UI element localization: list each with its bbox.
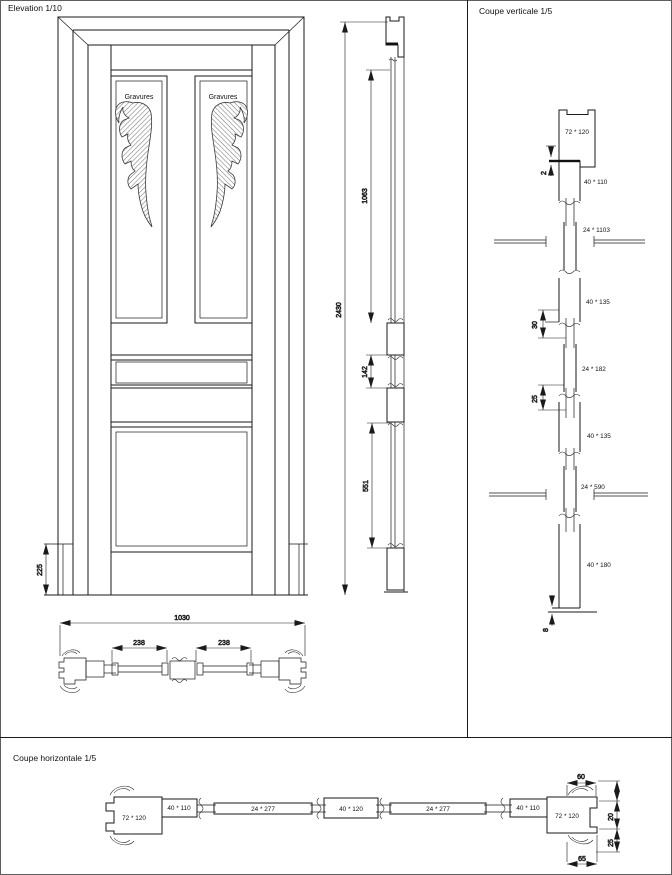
glazing-right-outer xyxy=(194,75,253,324)
dim-glazing-height: 1063 xyxy=(362,69,390,323)
glazing-left-outer xyxy=(110,75,168,324)
dim-value: 1063 xyxy=(362,188,369,204)
dim-plinth-height: 225 xyxy=(37,544,49,595)
dim-panel-right: 238 xyxy=(195,640,252,662)
glass-lines-lower xyxy=(489,489,648,500)
strip-profile xyxy=(384,16,408,593)
lower-panel-inner xyxy=(115,431,248,547)
mid-rail-upper-label: 40 * 135 xyxy=(586,299,610,306)
top-rail-label: 40 * 110 xyxy=(584,179,608,186)
dim-mid-panel-height: 142 xyxy=(362,354,389,389)
wall-break-bottom-right xyxy=(567,834,594,845)
bottom-rail-block xyxy=(386,547,405,591)
dim-value: 2 xyxy=(541,171,548,175)
dim-seal-gap: 2 xyxy=(541,145,556,176)
elevation-title: Elevation 1/10 xyxy=(8,3,62,13)
coupe-horizontale-title: Coupe horizontale 1/5 xyxy=(13,753,96,763)
dim-value: 551 xyxy=(363,480,370,492)
mitre-left xyxy=(57,16,89,46)
carved-leaf-left xyxy=(114,101,153,228)
lock-rail-block xyxy=(386,322,405,356)
mitre-right xyxy=(274,16,305,46)
dim-lower-rebate: 25 xyxy=(532,384,566,411)
seal-strip xyxy=(386,42,398,45)
left-frame-section xyxy=(105,796,163,835)
head-frame-label: 72 * 120 xyxy=(565,129,589,136)
dim-value: 2430 xyxy=(336,302,343,318)
dim-overall-width: 1030 xyxy=(59,615,306,656)
seal-section xyxy=(549,159,580,163)
glazing-left-inner xyxy=(115,80,163,319)
carved-leaf-right xyxy=(210,101,249,228)
mini-horizontal-section: 1030 238 238 xyxy=(58,615,307,693)
mid-rail-lower-label: 40 * 135 xyxy=(587,433,611,440)
dim-value: 65 xyxy=(578,856,586,863)
left-panel-label: 24 * 277 xyxy=(251,806,275,813)
door-frame xyxy=(44,16,308,596)
coupe-verticale-title: Coupe verticale 1/5 xyxy=(479,6,553,16)
dim-depth-rebate: 20 25 xyxy=(596,780,620,853)
lower-panel-label: 24 * 590 xyxy=(581,484,605,491)
mid-panel-label: 24 * 182 xyxy=(582,366,606,373)
dim-value: 238 xyxy=(218,640,230,647)
left-frame-label: 72 * 120 xyxy=(122,815,146,822)
left-panel-section xyxy=(213,802,313,815)
head-frame-section xyxy=(558,109,596,168)
wall-break-top-right xyxy=(567,785,594,796)
elevation-view: Gravures Gravures 225 1030 238 xyxy=(37,16,308,693)
mid-panel-outer xyxy=(110,359,253,386)
left-stile-label: 40 * 110 xyxy=(167,805,191,812)
dim-value-depth: 20 xyxy=(608,813,615,821)
head-frame-profile xyxy=(385,16,405,58)
mid-rail-block xyxy=(386,387,405,423)
dim-value: 225 xyxy=(37,564,44,576)
side-section-strip: 2430 1063 142 551 xyxy=(336,16,408,595)
dim-value: 60 xyxy=(577,774,585,781)
right-panel-section xyxy=(389,802,487,815)
mini-section-left-half xyxy=(58,649,169,693)
dim-face: 60 xyxy=(566,774,597,796)
right-stile-label: 40 * 110 xyxy=(516,805,540,812)
glazing-panel-label: 24 * 1103 xyxy=(583,227,610,234)
right-frame-section xyxy=(546,796,598,834)
dim-panel-left: 238 xyxy=(111,640,168,662)
center-stile-section xyxy=(323,797,379,819)
dim-value: 25 xyxy=(532,395,539,403)
mid-panel-inner xyxy=(115,361,248,384)
dim-leaf-height: 2430 xyxy=(336,21,388,595)
mini-section-center-stile xyxy=(169,657,196,683)
glass-lines-upper xyxy=(494,236,645,247)
wall-break-bottom-left xyxy=(109,835,135,846)
lower-panel-outer xyxy=(110,426,253,553)
dim-value: 8 xyxy=(543,628,550,632)
dim-value: 238 xyxy=(133,640,145,647)
dim-lower-panel-height: 551 xyxy=(363,422,390,549)
right-frame-label: 72 * 120 xyxy=(555,813,579,820)
dim-value: 1030 xyxy=(174,615,190,622)
dim-upper-rebate: 30 xyxy=(532,309,566,339)
dim-back: 65 xyxy=(566,835,598,867)
coupe-verticale-view: 72 * 120 2 40 * 110 24 * 1103 40 * 135 xyxy=(489,109,648,632)
dim-value: 30 xyxy=(532,321,539,329)
dim-value-rebate: 25 xyxy=(608,839,615,847)
gravures-label-left: Gravures xyxy=(125,94,154,101)
wall-break-top-left xyxy=(109,785,135,796)
coupe-horizontale-view: 72 * 120 40 * 110 24 * 277 40 * 120 24 *… xyxy=(105,774,620,867)
mini-section-right-half xyxy=(196,649,307,693)
right-panel-label: 24 * 277 xyxy=(426,806,450,813)
dim-floor-clearance: 8 xyxy=(543,595,555,632)
gravures-label-right: Gravures xyxy=(209,94,238,101)
center-stile-label: 40 * 120 xyxy=(339,806,363,813)
dim-value: 142 xyxy=(362,366,369,378)
glazing-right-inner xyxy=(199,80,248,319)
door-leaf xyxy=(110,45,253,595)
bottom-rail-label: 40 * 180 xyxy=(587,562,611,569)
left-stile-section xyxy=(161,798,198,818)
